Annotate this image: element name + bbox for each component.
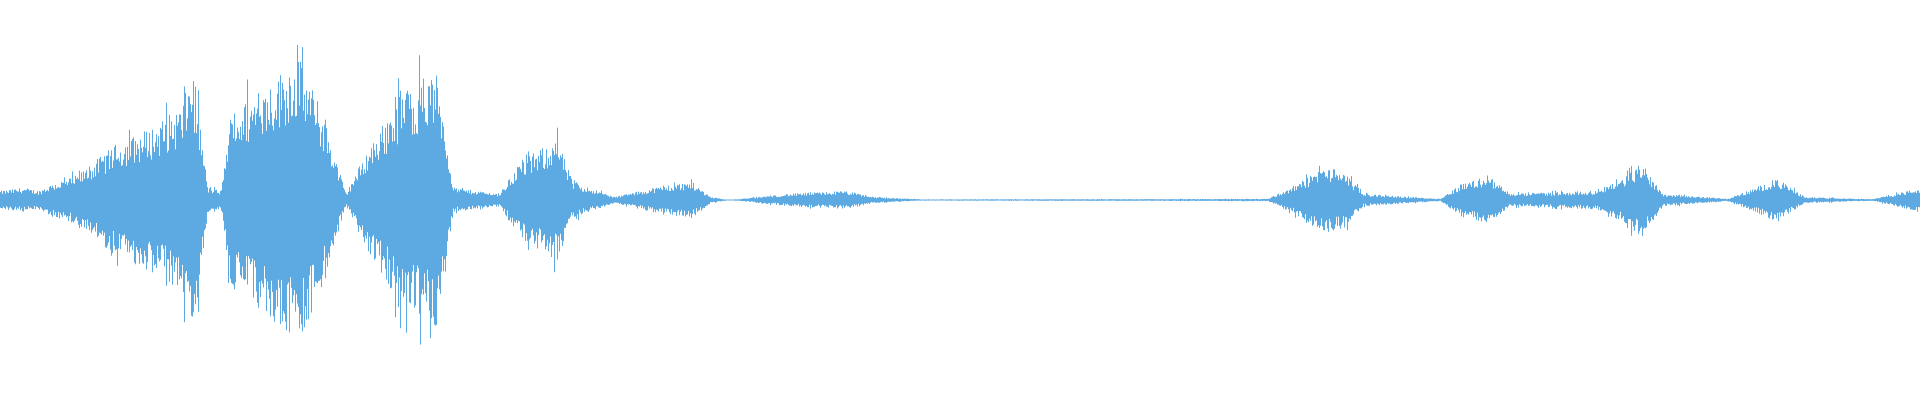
waveform-samples (0, 45, 1920, 345)
waveform-sample-path (0, 45, 1920, 345)
